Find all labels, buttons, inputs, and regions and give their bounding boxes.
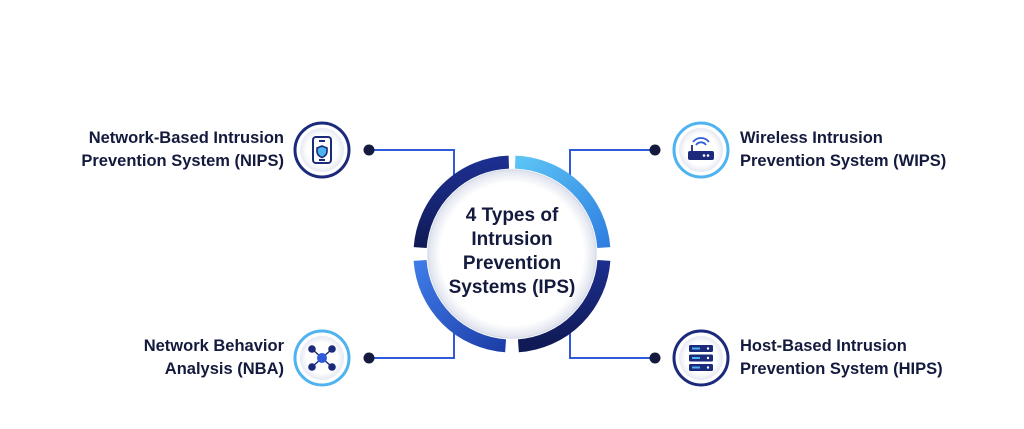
label-line: Prevention System (WIPS) xyxy=(740,152,947,170)
nba-icon-badge xyxy=(293,329,351,387)
dot-nba xyxy=(363,352,375,364)
label-line: Prevention System (HIPS) xyxy=(740,360,943,378)
ring-segment-bottom-right xyxy=(517,259,611,353)
connector-hips xyxy=(569,325,655,359)
label-line: Wireless Intrusion xyxy=(740,129,883,147)
label-line: Prevention System (NIPS) xyxy=(81,152,284,170)
label-line: Network-Based Intrusion xyxy=(88,129,284,147)
connector-nips xyxy=(369,149,455,183)
label-nba: Network Behavior Analysis (NBA) xyxy=(0,335,284,381)
center-disc xyxy=(428,170,596,338)
center-title-line: Prevention xyxy=(462,253,562,274)
network-users-icon xyxy=(308,345,336,371)
wifi-router-icon xyxy=(688,137,714,160)
ring-segment-top-right xyxy=(514,155,611,249)
nips-icon-badge xyxy=(293,121,351,179)
label-line: Host-Based Intrusion xyxy=(740,337,907,355)
label-line: Network Behavior xyxy=(143,337,284,355)
connectors xyxy=(369,149,655,359)
server-rack-icon xyxy=(689,345,713,371)
center-title-line: Systems (IPS) xyxy=(448,277,576,298)
mobile-shield-icon xyxy=(312,136,332,164)
ring-segment-bottom-left xyxy=(413,259,507,353)
dot-hips xyxy=(649,352,661,364)
center-ring xyxy=(413,155,611,353)
hips-icon-badge xyxy=(672,329,730,387)
label-nips: Network-Based Intrusion Prevention Syste… xyxy=(0,127,284,173)
label-wips: Wireless Intrusion Prevention System (WI… xyxy=(740,127,1024,173)
center-disc-border xyxy=(427,169,597,339)
connector-nba xyxy=(369,325,455,359)
label-hips: Host-Based Intrusion Prevention System (… xyxy=(740,335,1024,381)
label-line: Analysis (NBA) xyxy=(164,360,284,378)
dot-nips xyxy=(363,144,375,156)
ring-segment-top-left xyxy=(413,155,510,249)
center-title: 4 Types of Intrusion Prevention Systems … xyxy=(412,204,612,300)
wips-icon-badge xyxy=(672,121,730,179)
connector-dots xyxy=(363,144,661,364)
dot-wips xyxy=(649,144,661,156)
connector-wips xyxy=(569,149,655,183)
center-title-line: Intrusion xyxy=(471,229,553,250)
center-title-line: 4 Types of xyxy=(465,205,559,226)
